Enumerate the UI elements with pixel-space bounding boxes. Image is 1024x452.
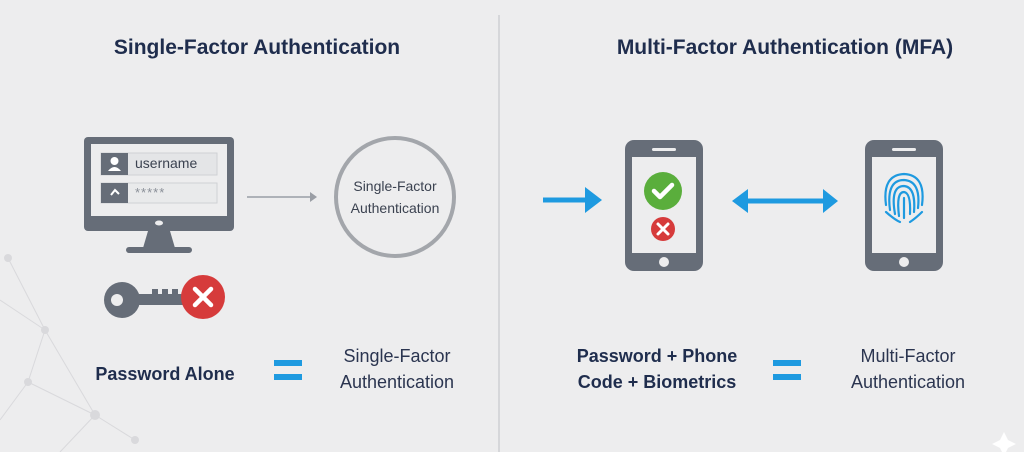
password-alone-label: Password Alone [95, 364, 235, 384]
circle-label-line1: Single-Factor [353, 178, 437, 194]
error-x-icon [181, 275, 225, 319]
error-x-icon [651, 217, 675, 241]
sparkle-icon [992, 432, 1016, 452]
checkmark-icon [644, 172, 682, 210]
key-icon [104, 282, 186, 318]
multi-factor-result-line2: Authentication [850, 372, 966, 392]
single-factor-title: Single-Factor Authentication [113, 36, 401, 59]
multi-factor-title: Multi-Factor Authentication (MFA) [616, 36, 954, 59]
single-factor-result-line1: Single-Factor [343, 346, 451, 366]
single-factor-circle [334, 136, 456, 258]
multi-factor-result-line1: Multi-Factor [860, 346, 956, 366]
arrow-right-icon [247, 192, 317, 202]
circle-label-line2: Authentication [350, 200, 440, 216]
mfa-factors-line1: Password + Phone [576, 346, 738, 366]
equals-icon [773, 360, 801, 380]
username-field: username [135, 155, 198, 171]
single-factor-result-line2: Authentication [339, 372, 455, 392]
password-field: ***** [135, 185, 166, 200]
fingerprint-icon [884, 172, 924, 224]
password-key-icon [101, 183, 128, 203]
computer-monitor-icon [84, 137, 234, 253]
arrow-right-icon [543, 187, 602, 213]
equals-icon [274, 360, 302, 380]
double-arrow-icon [732, 189, 838, 213]
mfa-factors-line2: Code + Biometrics [577, 372, 737, 392]
